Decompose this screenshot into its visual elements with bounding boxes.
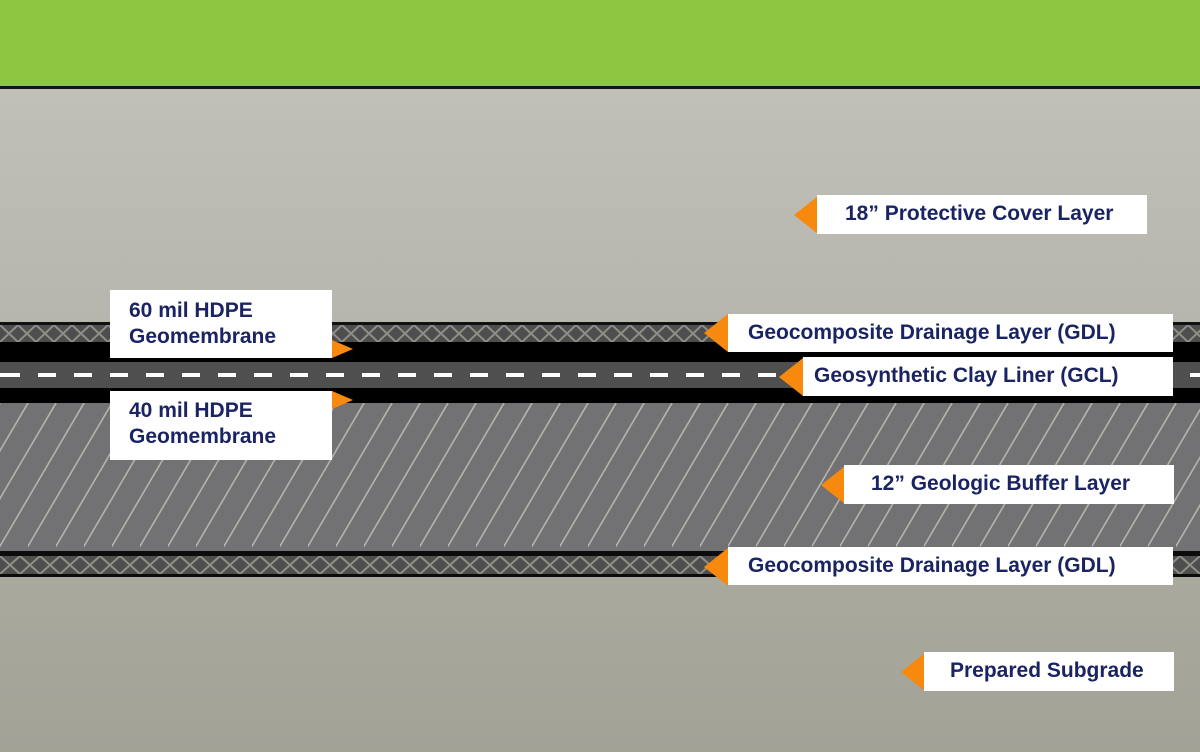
surface-boundary-line: [0, 86, 1200, 89]
gcl-label: Geosynthetic Clay Liner (GCL): [803, 357, 1173, 396]
hdpe-60-mil-label-line2: Geomembrane: [129, 325, 277, 348]
gdl-bottom-boundary-line: [0, 574, 1200, 577]
orange-arrow-icon: [704, 548, 728, 586]
hdpe-60-mil-label: 60 mil HDPE Geomembrane: [110, 290, 332, 358]
orange-arrow-icon: [821, 466, 845, 504]
gcl-dashed-line: [0, 373, 1200, 377]
orange-arrow-icon: [901, 653, 925, 691]
orange-arrow-icon: [332, 391, 353, 409]
vegetative-surface-layer: [0, 0, 1200, 86]
buffer-bottom-boundary-line: [0, 551, 1200, 556]
hdpe-40-mil-label: 40 mil HDPE Geomembrane: [110, 391, 332, 460]
protective-cover-label: 18” Protective Cover Layer: [817, 195, 1147, 234]
orange-arrow-icon: [794, 196, 818, 234]
gdl-top-boundary-line: [0, 322, 1200, 325]
geologic-buffer-label: 12” Geologic Buffer Layer: [844, 465, 1174, 504]
orange-arrow-icon: [779, 358, 803, 396]
hdpe-40-mil-label-line2: Geomembrane: [129, 425, 277, 448]
gdl-bottom-label: Geocomposite Drainage Layer (GDL): [728, 547, 1173, 585]
gdl-top-label: Geocomposite Drainage Layer (GDL): [728, 314, 1173, 352]
orange-arrow-icon: [332, 340, 353, 358]
subgrade-label: Prepared Subgrade: [924, 652, 1174, 691]
orange-arrow-icon: [704, 314, 728, 352]
hdpe-60-mil-label-line1: 60 mil HDPE: [129, 299, 253, 322]
hdpe-40-mil-label-line1: 40 mil HDPE: [129, 399, 253, 422]
